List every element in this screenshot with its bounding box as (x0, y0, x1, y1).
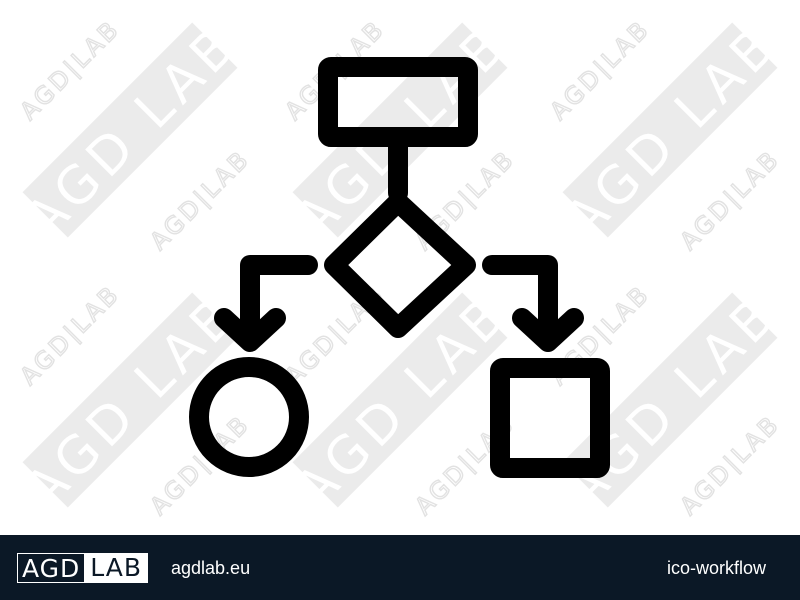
agdlab-logo: AGD LAB (17, 553, 149, 583)
process-rectangle (318, 57, 478, 147)
logo-lab-text: LAB (84, 553, 149, 583)
preview-canvas: AGD LAB AGD|LAB (10, 10, 791, 522)
output-square (490, 358, 610, 478)
logo-agd-text: AGD (17, 553, 85, 583)
right-arrow-head (512, 308, 584, 352)
icon-code-label: ico-workflow (666, 558, 766, 578)
site-url-link[interactable]: agdlab.eu (171, 558, 251, 578)
footer-bar: AGD LAB agdlab.eu ico-workflow (0, 535, 800, 600)
left-arrow-head (214, 308, 286, 352)
right-branch-arrow (482, 255, 558, 346)
decision-diamond (324, 192, 476, 338)
left-branch-arrow (240, 255, 318, 346)
workflow-icon (189, 57, 610, 478)
terminal-circle (189, 357, 309, 477)
